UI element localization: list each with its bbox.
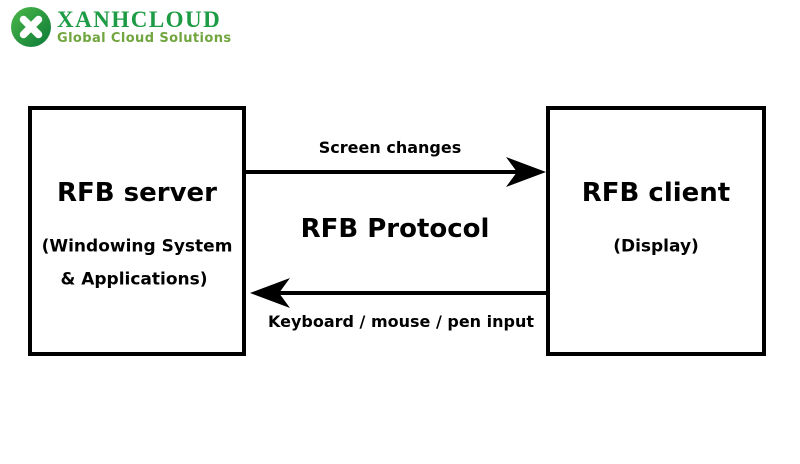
rfb-client-box [546, 106, 766, 356]
xanhcloud-badge-x-icon [11, 7, 51, 47]
xanhcloud-logo: XANHCLOUD Global Cloud Solutions [0, 0, 260, 56]
logo-tagline-text: Global Cloud Solutions [57, 31, 232, 46]
bottom-arrow-label: Keyboard / mouse / pen input [267, 312, 535, 331]
client-box-subtitle: (Display) [613, 236, 699, 257]
protocol-label: RFB Protocol [300, 214, 490, 244]
server-box-title: RFB server [57, 178, 217, 208]
server-box-subtitle-line2: & Applications) [60, 269, 208, 290]
client-box-title: RFB client [581, 178, 731, 208]
top-arrow-right [246, 157, 546, 187]
bottom-arrow-left [250, 278, 548, 308]
server-box-subtitle-line1: (Windowing System [41, 236, 233, 257]
top-arrow-label: Screen changes [318, 138, 462, 157]
rfb-server-box [28, 106, 246, 356]
logo-brand-text: XANHCLOUD [57, 7, 222, 32]
